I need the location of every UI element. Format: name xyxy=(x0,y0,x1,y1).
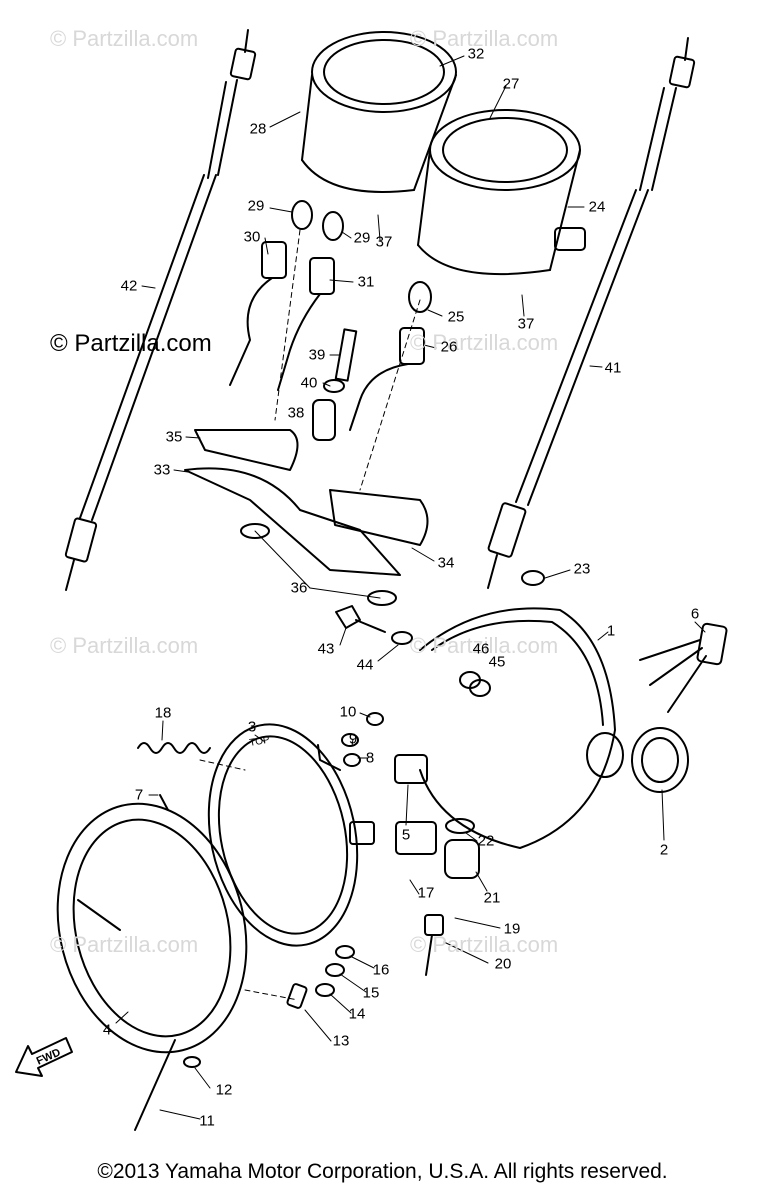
callout-37: 37 xyxy=(375,233,393,251)
callout-15: 15 xyxy=(362,984,380,1002)
callout-22: 22 xyxy=(477,832,495,850)
callout-4: 4 xyxy=(102,1021,112,1039)
tachometer-cable xyxy=(487,37,696,589)
assembly-guides xyxy=(199,229,421,1001)
callout-17: 17 xyxy=(417,884,435,902)
callout-14: 14 xyxy=(348,1005,366,1023)
callout-13: 13 xyxy=(332,1032,350,1050)
small-parts xyxy=(134,671,491,1131)
watermark: © Partzilla.com xyxy=(410,26,559,51)
meter-brackets xyxy=(184,429,429,606)
callout-7: 7 xyxy=(134,786,144,804)
lens-text: TOP xyxy=(249,735,271,749)
callout-10: 10 xyxy=(339,703,357,721)
sealed-beam-unit xyxy=(207,723,437,947)
watermark: © Partzilla.com xyxy=(410,932,559,957)
callout-12: 12 xyxy=(215,1081,233,1099)
watermark: © Partzilla.com xyxy=(410,330,559,355)
callout-31: 31 xyxy=(357,273,375,291)
speedometer-cable xyxy=(64,29,257,591)
callout-25: 25 xyxy=(447,308,465,326)
watermark: © Partzilla.com xyxy=(50,932,199,957)
watermark: © Partzilla.com xyxy=(50,26,199,51)
headlight-rim xyxy=(56,802,248,1054)
callout-36: 36 xyxy=(290,579,308,597)
callout-3: 3 xyxy=(247,718,257,736)
leader-lines xyxy=(115,55,706,1120)
bolt-43 xyxy=(335,605,413,645)
callout-23: 23 xyxy=(573,560,591,578)
callout-45: 45 xyxy=(488,653,506,671)
callout-20: 20 xyxy=(494,955,512,973)
watermark: © Partzilla.com xyxy=(410,633,559,658)
watermark: © Partzilla.com xyxy=(50,633,199,658)
callout-28: 28 xyxy=(249,120,267,138)
callout-40: 40 xyxy=(300,374,318,392)
callout-38: 38 xyxy=(287,404,305,422)
speedometer-housing xyxy=(301,31,457,193)
callout-41: 41 xyxy=(604,359,622,377)
callout-9: 9 xyxy=(348,730,358,748)
callout-34: 34 xyxy=(437,554,455,572)
callout-30: 30 xyxy=(243,228,261,246)
wire-connector xyxy=(639,622,728,713)
spring xyxy=(137,742,211,754)
headlight-housing xyxy=(419,570,689,849)
callout-24: 24 xyxy=(588,198,606,216)
callout-29: 29 xyxy=(353,229,371,247)
callout-35: 35 xyxy=(165,428,183,446)
callout-46: 46 xyxy=(472,640,490,658)
callout-37: 37 xyxy=(517,315,535,333)
copyright-notice: ©2013 Yamaha Motor Corporation, U.S.A. A… xyxy=(97,1160,668,1183)
callout-2: 2 xyxy=(659,841,669,859)
callout-8: 8 xyxy=(365,749,375,767)
callout-19: 19 xyxy=(503,920,521,938)
callout-18: 18 xyxy=(154,704,172,722)
callout-11: 11 xyxy=(199,1112,215,1130)
callout-44: 44 xyxy=(356,656,374,674)
callout-33: 33 xyxy=(153,461,171,479)
callout-21: 21 xyxy=(483,889,501,907)
meter-bulbs xyxy=(229,200,432,431)
callout-6: 6 xyxy=(690,605,700,623)
callout-5: 5 xyxy=(401,826,411,844)
bolt-and-spacer xyxy=(312,328,358,441)
callout-43: 43 xyxy=(317,640,335,658)
callout-16: 16 xyxy=(372,961,390,979)
callout-26: 26 xyxy=(440,338,458,356)
callout-1: 1 xyxy=(606,622,616,640)
callout-29: 29 xyxy=(247,197,265,215)
callout-42: 42 xyxy=(120,277,138,295)
main-watermark: © Partzilla.com xyxy=(50,330,212,357)
callout-27: 27 xyxy=(502,75,520,93)
tachometer-housing xyxy=(417,109,586,276)
fwd-label: FWD xyxy=(35,1046,63,1067)
callout-32: 32 xyxy=(467,45,485,63)
forward-arrow-icon: FWD xyxy=(15,1037,73,1077)
callout-39: 39 xyxy=(308,346,326,364)
